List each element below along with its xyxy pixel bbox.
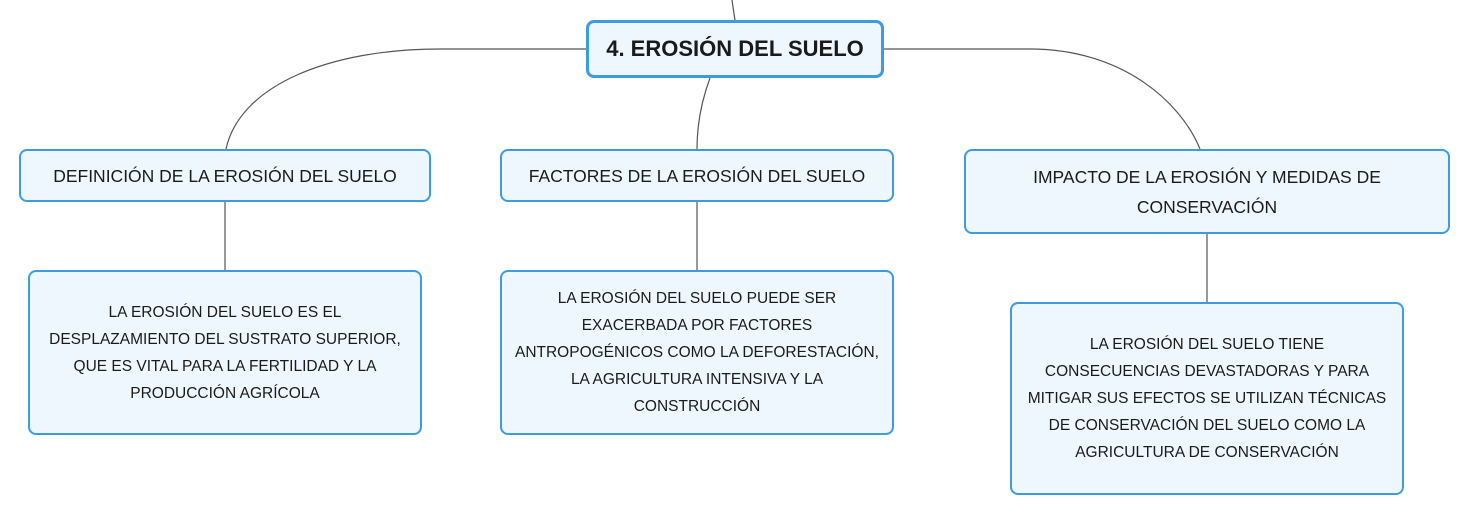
topic-definition[interactable]: DEFINICIÓN DE LA EROSIÓN DEL SUELO <box>19 149 431 202</box>
topic-definition-label: DEFINICIÓN DE LA EROSIÓN DEL SUELO <box>53 165 397 186</box>
detail-impact[interactable]: LA EROSIÓN DEL SUELO TIENE CONSECUENCIAS… <box>1010 302 1404 495</box>
topic-impact-label: IMPACTO DE LA EROSIÓN Y MEDIDAS DE CONSE… <box>1033 166 1381 217</box>
detail-impact-text: LA EROSIÓN DEL SUELO TIENE CONSECUENCIAS… <box>1027 336 1387 461</box>
detail-definition-text: LA EROSIÓN DEL SUELO ES EL DESPLAZAMIENT… <box>49 303 401 402</box>
connector-root-to-topic-2 <box>696 77 711 150</box>
connector-root-to-topic-3 <box>884 48 1201 150</box>
detail-factors[interactable]: LA EROSIÓN DEL SUELO PUEDE SER EXACERBAD… <box>500 270 894 435</box>
connector-root-to-topic-1 <box>225 48 586 150</box>
root-topic-label: 4. EROSIÓN DEL SUELO <box>606 36 864 61</box>
connector-parent <box>731 0 736 21</box>
topic-impact[interactable]: IMPACTO DE LA EROSIÓN Y MEDIDAS DE CONSE… <box>964 149 1450 234</box>
topic-factors[interactable]: FACTORES DE LA EROSIÓN DEL SUELO <box>500 149 894 202</box>
root-topic[interactable]: 4. EROSIÓN DEL SUELO <box>586 20 884 78</box>
topic-factors-label: FACTORES DE LA EROSIÓN DEL SUELO <box>528 165 866 186</box>
detail-definition[interactable]: LA EROSIÓN DEL SUELO ES EL DESPLAZAMIENT… <box>28 270 422 435</box>
detail-factors-text: LA EROSIÓN DEL SUELO PUEDE SER EXACERBAD… <box>514 290 879 415</box>
